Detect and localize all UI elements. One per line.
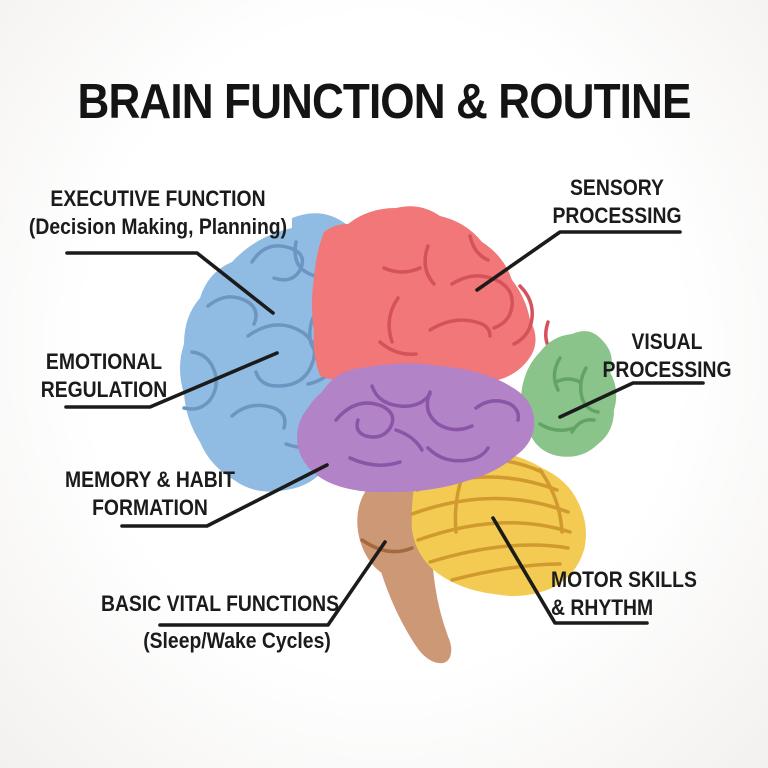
label-emotional-regulation: EMOTIONAL REGULATION — [0, 348, 210, 404]
parietal-lobe-region — [312, 206, 536, 390]
leader-sensory-processing — [475, 230, 682, 292]
leader-memory-habit — [120, 463, 329, 528]
label-basic-vital-functions: BASIC VITAL FUNCTIONS — [88, 590, 352, 618]
label-emotional-line1: EMOTIONAL — [45, 349, 163, 374]
occipital-lobe-gyri — [538, 356, 600, 434]
label-visual-line1: VISUAL — [631, 329, 703, 354]
temporal-lobe-gyri — [334, 384, 521, 467]
label-visual-processing: VISUAL PROCESSING — [561, 328, 768, 384]
label-motor-line2: & RHYTHM — [551, 595, 654, 621]
label-memory-line2: FORMATION — [92, 495, 208, 521]
leader-emotional-regulation — [64, 351, 279, 409]
leader-visual-processing — [558, 381, 705, 419]
page-title: BRAIN FUNCTION & ROUTINE — [77, 75, 692, 129]
leader-executive-function — [65, 251, 275, 315]
label-executive-function: EXECUTIVE FUNCTION (Decision Making, Pla… — [26, 185, 290, 241]
leader-basic-vital — [158, 540, 387, 627]
label-visual-line2: PROCESSING — [602, 357, 732, 383]
label-motor-skills-rhythm: MOTOR SKILLS & RHYTHM — [551, 566, 745, 622]
label-executive-function-line2: (Decision Making, Planning) — [28, 214, 288, 240]
label-basic-line2: (Sleep/Wake Cycles) — [143, 628, 331, 653]
label-memory-line1: MEMORY & HABIT — [65, 467, 235, 492]
label-sensory-line2: PROCESSING — [552, 203, 682, 229]
label-motor-line1: MOTOR SKILLS — [551, 567, 697, 592]
label-memory-habit: MEMORY & HABIT FORMATION — [44, 466, 255, 522]
label-basic-line1: BASIC VITAL FUNCTIONS — [100, 591, 340, 616]
label-executive-function-line1: EXECUTIVE FUNCTION — [50, 186, 266, 211]
label-sensory-line1: SENSORY — [570, 175, 664, 200]
brainstem-crease — [360, 538, 414, 554]
leader-motor-skills — [491, 516, 649, 625]
label-sensory-processing: SENSORY PROCESSING — [511, 174, 722, 230]
leader-lines — [64, 230, 705, 627]
label-emotional-line2: REGULATION — [40, 377, 168, 403]
parietal-lobe-gyri — [378, 234, 554, 356]
label-sleep-wake-cycles: (Sleep/Wake Cycles) — [105, 627, 369, 655]
